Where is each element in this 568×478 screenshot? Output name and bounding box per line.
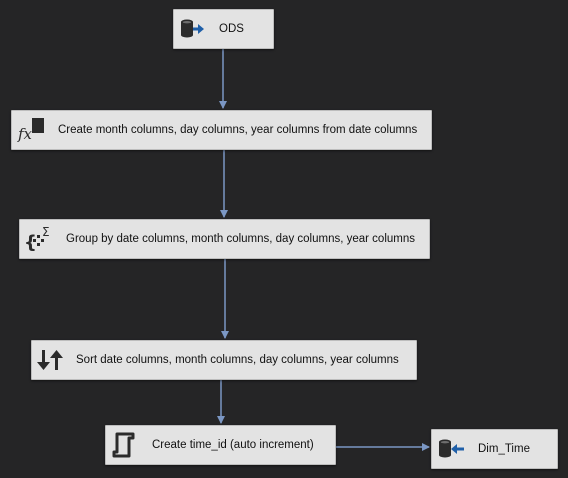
script-component-icon bbox=[110, 431, 140, 459]
dim-time-destination-node[interactable]: Dim_Time bbox=[431, 429, 558, 469]
derived-column-label: Create month columns, day columns, year … bbox=[58, 124, 418, 136]
script-component-node[interactable]: Create time_id (auto increment) bbox=[105, 425, 336, 465]
database-destination-icon bbox=[434, 438, 468, 460]
ods-source-node[interactable]: ODS bbox=[173, 9, 274, 49]
fx-derived-column-icon: fx bbox=[16, 117, 46, 143]
sort-arrows-icon bbox=[36, 347, 66, 373]
derived-column-node[interactable]: fx Create month columns, day columns, ye… bbox=[11, 110, 432, 150]
ods-source-label: ODS bbox=[219, 23, 244, 35]
dim-time-label: Dim_Time bbox=[478, 443, 530, 455]
sort-label: Sort date columns, month columns, day co… bbox=[76, 354, 399, 366]
svg-text:{: { bbox=[24, 232, 37, 253]
aggregate-label: Group by date columns, month columns, da… bbox=[66, 233, 415, 245]
script-component-label: Create time_id (auto increment) bbox=[152, 439, 314, 451]
aggregate-node[interactable]: { Σ Group by date columns, month columns… bbox=[19, 219, 430, 259]
svg-text:fx: fx bbox=[17, 125, 33, 143]
database-source-icon bbox=[174, 18, 210, 40]
aggregate-sigma-icon: { Σ bbox=[22, 225, 56, 253]
svg-text:Σ: Σ bbox=[42, 225, 50, 239]
sort-node[interactable]: Sort date columns, month columns, day co… bbox=[31, 340, 417, 380]
